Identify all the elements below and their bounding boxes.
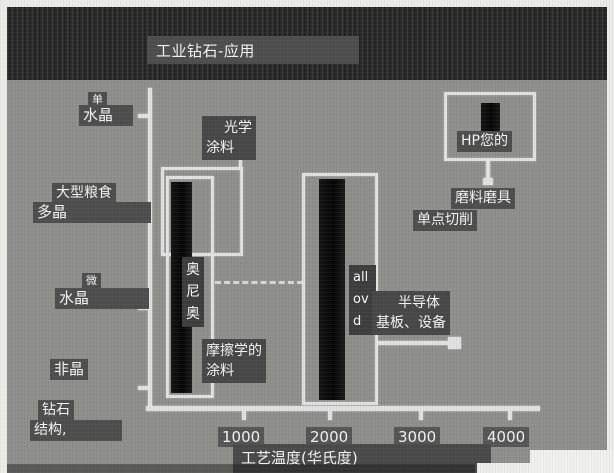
- semiconductor-line2: 基板、设备: [376, 315, 446, 331]
- left-column-char2: 尼: [186, 284, 200, 300]
- x-tick-label-4000: 4000: [483, 427, 530, 447]
- tribological-coating-label: 摩擦学的 涂料: [202, 339, 266, 383]
- x-tick-label-1000: 1000: [218, 427, 265, 447]
- middle-column-line1: all: [353, 270, 369, 285]
- page-margin-top: [0, 0, 614, 7]
- middle-column-label: all ov d: [349, 265, 376, 335]
- x-axis-title: 工艺温度(华氏度): [241, 449, 358, 467]
- left-process-bar: [171, 182, 192, 393]
- semiconductor-label: 半导体 基板、设备: [372, 291, 450, 335]
- abrasive-line2: 单点切削: [413, 210, 477, 231]
- abrasive-label: 磨料磨具 单点切削: [413, 188, 515, 231]
- y-axis-tick-4: [138, 386, 148, 390]
- y-axis-caption-line2: 结构,: [30, 420, 122, 441]
- hpht-pointer-line: [486, 161, 490, 181]
- tribological-line1: 摩擦学的: [206, 343, 262, 359]
- bottom-right-white-corner: [530, 450, 614, 473]
- semiconductor-line1: 半导体: [398, 295, 440, 311]
- tribological-line2: 涂料: [206, 363, 234, 379]
- figure-title-overlay: 工业钻石-应用: [147, 36, 359, 64]
- optical-coating-label: 光学 涂料: [202, 116, 256, 160]
- left-column-vertical-label: 奥 尼 奥: [182, 257, 204, 327]
- x-axis-tick-1000: [242, 411, 246, 420]
- x-axis-tick-3000: [419, 411, 423, 420]
- bottom-dark-strip: [7, 464, 475, 473]
- x-tick-label-2000: 2000: [306, 427, 353, 447]
- middle-process-bar: [319, 179, 345, 400]
- left-outer-process-box: [161, 167, 243, 256]
- category-single-crystal: 水晶: [79, 105, 133, 126]
- x-tick-label-3000: 3000: [394, 427, 441, 447]
- middle-column-line2: ov: [353, 292, 369, 307]
- hpht-process-box: [444, 92, 536, 161]
- x-axis-tick-2000: [328, 411, 332, 420]
- dashed-connector-line: [215, 281, 303, 284]
- category-polycrystal: 多晶: [33, 202, 151, 223]
- semiconductor-pointer-line: [377, 341, 451, 345]
- title-band: 工业钻石-应用: [7, 7, 607, 80]
- page-margin-right: [607, 0, 614, 473]
- hpht-bar: [481, 103, 500, 136]
- left-column-char3: 奥: [186, 306, 200, 322]
- category-micro-small: 微: [82, 273, 101, 288]
- left-column-char1: 奥: [186, 262, 200, 278]
- x-axis-tick-4000: [508, 411, 512, 420]
- left-inner-process-box: [166, 176, 214, 398]
- semiconductor-pointer-end: [448, 337, 461, 349]
- x-axis-line: [146, 406, 540, 411]
- category-microcrystal: 水晶: [55, 288, 149, 309]
- category-large-grain: 大型粮食: [52, 183, 116, 204]
- page-margin-left: [0, 0, 7, 473]
- figure-title: 工业钻石-应用: [156, 42, 255, 60]
- optical-coating-line1: 光学: [224, 120, 252, 136]
- abrasive-line1: 磨料磨具: [451, 188, 515, 209]
- category-single-crystal-small: 单: [88, 92, 107, 107]
- x-axis-title-overlay: 工艺温度(华氏度): [233, 444, 491, 473]
- hpht-label: HP您的: [457, 131, 512, 152]
- optical-coating-line2: 涂料: [206, 140, 234, 156]
- hpht-pointer-end: [483, 178, 493, 185]
- y-axis-tick-1: [138, 114, 148, 118]
- y-axis-caption-line1: 钻石: [38, 400, 74, 421]
- category-amorphous: 非晶: [50, 359, 89, 380]
- y-axis-line: [148, 88, 152, 410]
- middle-process-box: [302, 173, 378, 405]
- middle-column-line3: d: [353, 314, 362, 329]
